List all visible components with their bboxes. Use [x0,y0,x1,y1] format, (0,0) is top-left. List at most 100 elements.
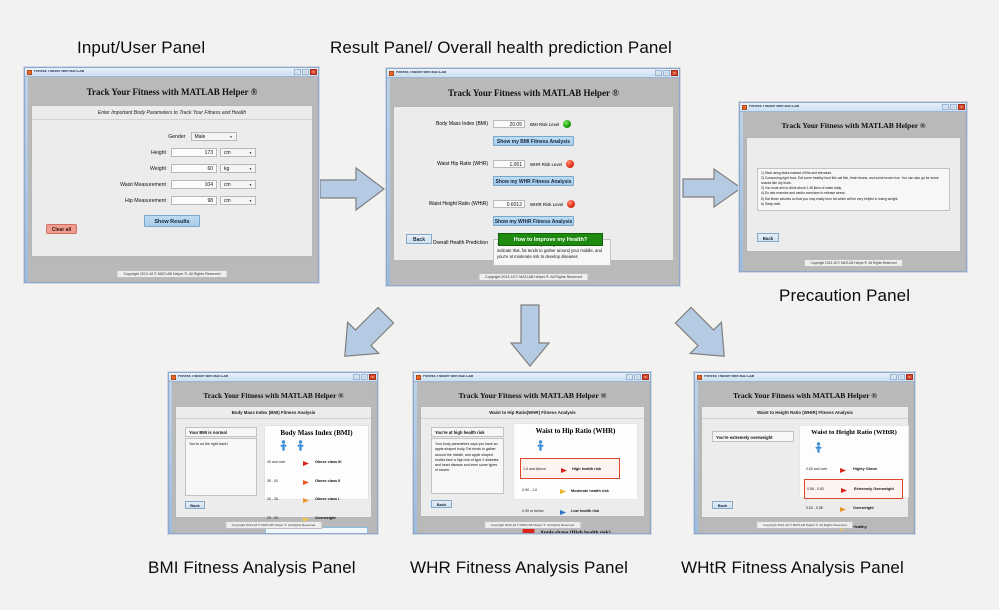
waist-unit-select[interactable]: cm ▼ [220,180,256,189]
improve-health-button[interactable]: How to Improve my Health? [498,233,603,246]
height-unit-value: cm [224,149,231,156]
app-title: Track Your Fitness with MATLAB Helper ® [458,391,607,400]
form-row-waist: Waist Measurement 104 cm ▼ [32,180,312,189]
show-whr-analysis-button[interactable]: Show my WHR Fitness Analysis [493,176,574,186]
whr-scale-row: 0.90 - 1.0 Moderate health risk [520,481,637,500]
clear-all-button[interactable]: Clear all [46,224,77,234]
whtr-scale-range: 0.58 - 0.63 [807,486,824,491]
window-whtr-analysis[interactable]: Fitness Tracker with MATLAB – □ ✕ Track … [694,372,915,534]
close-icon[interactable]: ✕ [310,69,317,75]
triangle-marker-icon [560,481,566,499]
whr-person-icon-wrap [514,438,637,456]
precaution-item: 4) Do abs exercise and cardio exercises … [761,191,846,196]
app-title: Track Your Fitness with MATLAB Helper ® [86,87,258,97]
height-unit-select[interactable]: cm ▼ [220,148,256,157]
close-icon[interactable]: ✕ [906,374,913,380]
whtr-scale-row: 0.63 and over Highly Obese [804,460,908,479]
hip-input[interactable]: 98 [171,196,217,205]
matlab-icon [742,104,747,110]
precaution-item: 3) You must aim to drink about 1.45 lite… [761,186,842,191]
whr-risk-label: WHR Risk Level [530,161,562,167]
gender-select[interactable]: Male ▼ [190,132,237,141]
window-input-panel[interactable]: Fitness Tracker with MATLAB – □ ✕ Track … [24,67,319,283]
bmi-scale-range: 35 - 40 [267,478,278,483]
form-row-gender: Gender Male ▼ [32,132,312,141]
bmi-scale-row: 25 - 30 Overweight [265,509,368,528]
bmi-scale-label: Obese class III [315,460,342,465]
close-icon[interactable]: ✕ [369,374,376,380]
titlebar: Fitness Tracker with MATLAB – □ ✕ [695,373,914,382]
maximize-icon[interactable]: □ [302,69,309,75]
height-input[interactable]: 173 [171,148,217,157]
window-controls[interactable]: – □ ✕ [942,104,965,110]
waist-input[interactable]: 104 [171,180,217,189]
show-whtr-analysis-button[interactable]: Show my WHtR Fitness Analysis [493,216,574,226]
maximize-icon[interactable]: □ [950,104,957,110]
copyright-footer: Copyright 2013-18 © MATLAB Helper ®. All… [224,521,323,529]
window-controls[interactable]: – □ ✕ [626,374,649,380]
back-button[interactable]: Back [431,500,452,508]
whr-scale-range: 0.90 - 1.0 [522,488,538,492]
minimize-icon[interactable]: – [294,69,301,75]
whr-chart-title: Waist to Hip Ratio (WHR) [535,427,616,435]
precaution-item: 2) Consuming right food. Eat some health… [761,176,939,186]
show-results-button[interactable]: Show Results [144,215,200,227]
titlebar: Fitness Tracker with MATLAB – □ ✕ [740,103,966,112]
minimize-icon[interactable]: – [655,70,662,76]
copyright-footer: Copyright 2013-18 © MATLAB Helper ®. All… [483,521,582,529]
maximize-icon[interactable]: □ [361,374,368,380]
form-row-height: Height 173 cm ▼ [32,148,312,157]
back-button[interactable]: Back [757,233,779,242]
window-controls[interactable]: – □ ✕ [890,374,913,380]
app-title: Track Your Fitness with MATLAB Helper ® [732,391,878,400]
back-button[interactable]: Back [185,501,205,509]
maximize-icon[interactable]: □ [898,374,905,380]
show-bmi-analysis-button[interactable]: Show my BMI Fitness Analysis [493,136,574,146]
minimize-icon[interactable]: – [626,374,633,380]
maximize-icon[interactable]: □ [634,374,641,380]
triangle-marker-icon [841,480,847,498]
close-icon[interactable]: ✕ [958,104,965,110]
window-title: Fitness Tracker with MATLAB [423,375,474,379]
window-controls[interactable]: – □ ✕ [294,69,317,75]
hip-unit-select[interactable]: cm ▼ [220,196,256,205]
whtr-scale-label: Healthy [853,525,867,530]
gender-label: Gender [168,133,186,140]
whr-chart: Waist to Hip Ratio (WHR) 1.0 and Above H… [513,423,638,533]
window-bmi-analysis[interactable]: Fitness Tracker with MATLAB – □ ✕ Track … [168,372,378,534]
whtr-scale-row: 0.53 - 0.58 Overweight [804,499,908,518]
bmi-chart-title: Body Mass Index (BMI) [280,429,353,437]
window-controls[interactable]: – □ ✕ [353,374,376,380]
back-button[interactable]: Back [712,501,733,509]
triangle-marker-icon [840,460,846,478]
weight-unit-select[interactable]: kg ▼ [220,164,256,173]
bmi-button-row: Show my BMI Fitness Analysis [394,130,673,148]
minimize-icon[interactable]: – [942,104,949,110]
window-result-panel[interactable]: Fitness Tracker with MATLAB – □ ✕ Track … [386,68,680,286]
close-icon[interactable]: ✕ [642,374,649,380]
bmi-risk-label: BMI Risk Level [530,121,560,127]
triangle-marker-icon [840,499,846,517]
minimize-icon[interactable]: – [890,374,897,380]
whr-scale-label: Low health risk [571,508,600,513]
whr-subtitle: Waist to Hip Ratio(WHR) Fitness Analysis [421,407,644,419]
window-left-strip [695,382,698,533]
window-precaution-panel[interactable]: Fitness Tracker with MATLAB – □ ✕ Track … [739,102,967,272]
window-whr-analysis[interactable]: Fitness Tracker with MATLAB – □ ✕ Track … [413,372,651,534]
back-button[interactable]: Back [406,234,432,244]
precaution-list: 1) Start using stairs instead of lifts a… [757,168,950,211]
height-label: Height [151,149,166,156]
whr-scale-range: 0.90 or below [522,508,544,513]
chevron-down-icon: ▼ [249,150,252,155]
form-row-actions: Show Results [32,215,312,227]
window-controls[interactable]: – □ ✕ [655,70,678,76]
maximize-icon[interactable]: □ [663,70,670,76]
close-icon[interactable]: ✕ [671,70,678,76]
arrow-result-to-whtr [674,306,725,357]
whr-risk-indicator [565,160,574,168]
whtr-scale-label: Highly Obese [853,467,878,472]
whr-scale-list: 1.0 and Above High health risk 0.90 - 1.… [514,458,637,520]
minimize-icon[interactable]: – [353,374,360,380]
bmi-value: 20.05 [493,120,525,128]
weight-input[interactable]: 60 [171,164,217,173]
